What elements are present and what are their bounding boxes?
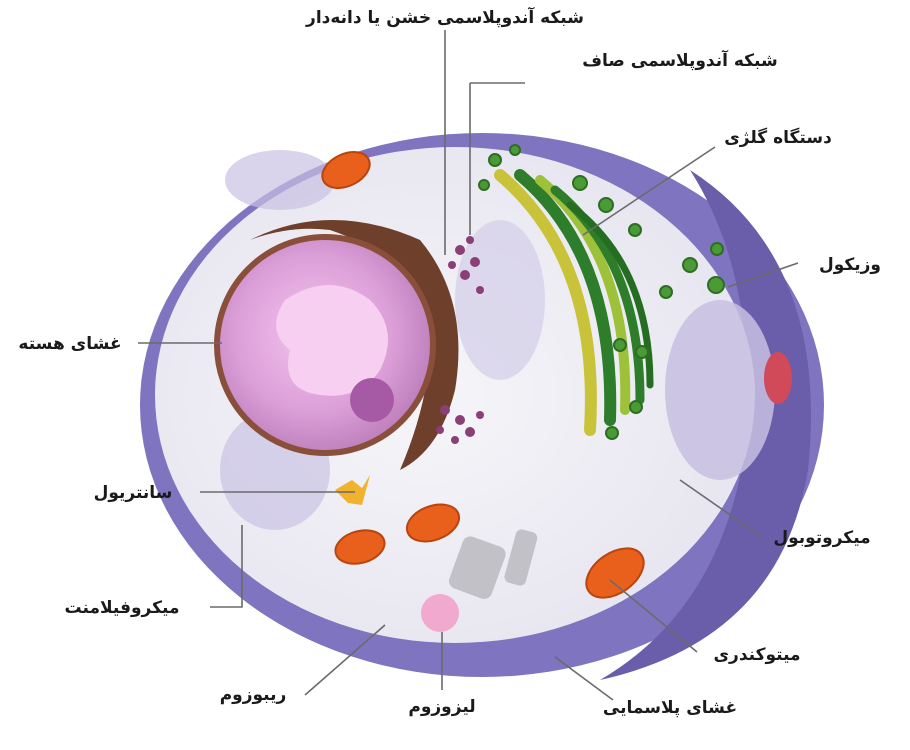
lysosome-shape xyxy=(421,594,459,632)
label-microtubule: میکروتوبول xyxy=(773,528,870,548)
label-rough-er: شبکه آندوپلاسمی خشن یا دانه‌دار xyxy=(305,6,584,28)
label-plasma-membrane: غشای پلاسمایی xyxy=(603,698,737,718)
label-nuclear-membrane: غشای هسته xyxy=(18,334,121,354)
label-smooth-er: شبکه آندوپلاسمی صاف xyxy=(582,49,777,71)
label-mitochondrion: میتوکندری xyxy=(713,645,800,665)
vacuole-shape xyxy=(665,300,775,480)
label-ribosome: ریبوزوم xyxy=(220,685,287,705)
label-golgi: دستگاه گلژی xyxy=(724,127,832,148)
label-centriole: سانتریول xyxy=(94,483,173,503)
vacuole-shape xyxy=(455,220,545,380)
label-microfilament: میکروفیلامنت xyxy=(65,598,180,618)
inclusion-shape xyxy=(764,352,792,404)
label-vesicle: وزیکول xyxy=(819,255,881,275)
label-lysosome: لیزوزوم xyxy=(408,697,475,717)
nucleolus-shape xyxy=(350,378,394,422)
vacuole-shape xyxy=(225,150,335,210)
